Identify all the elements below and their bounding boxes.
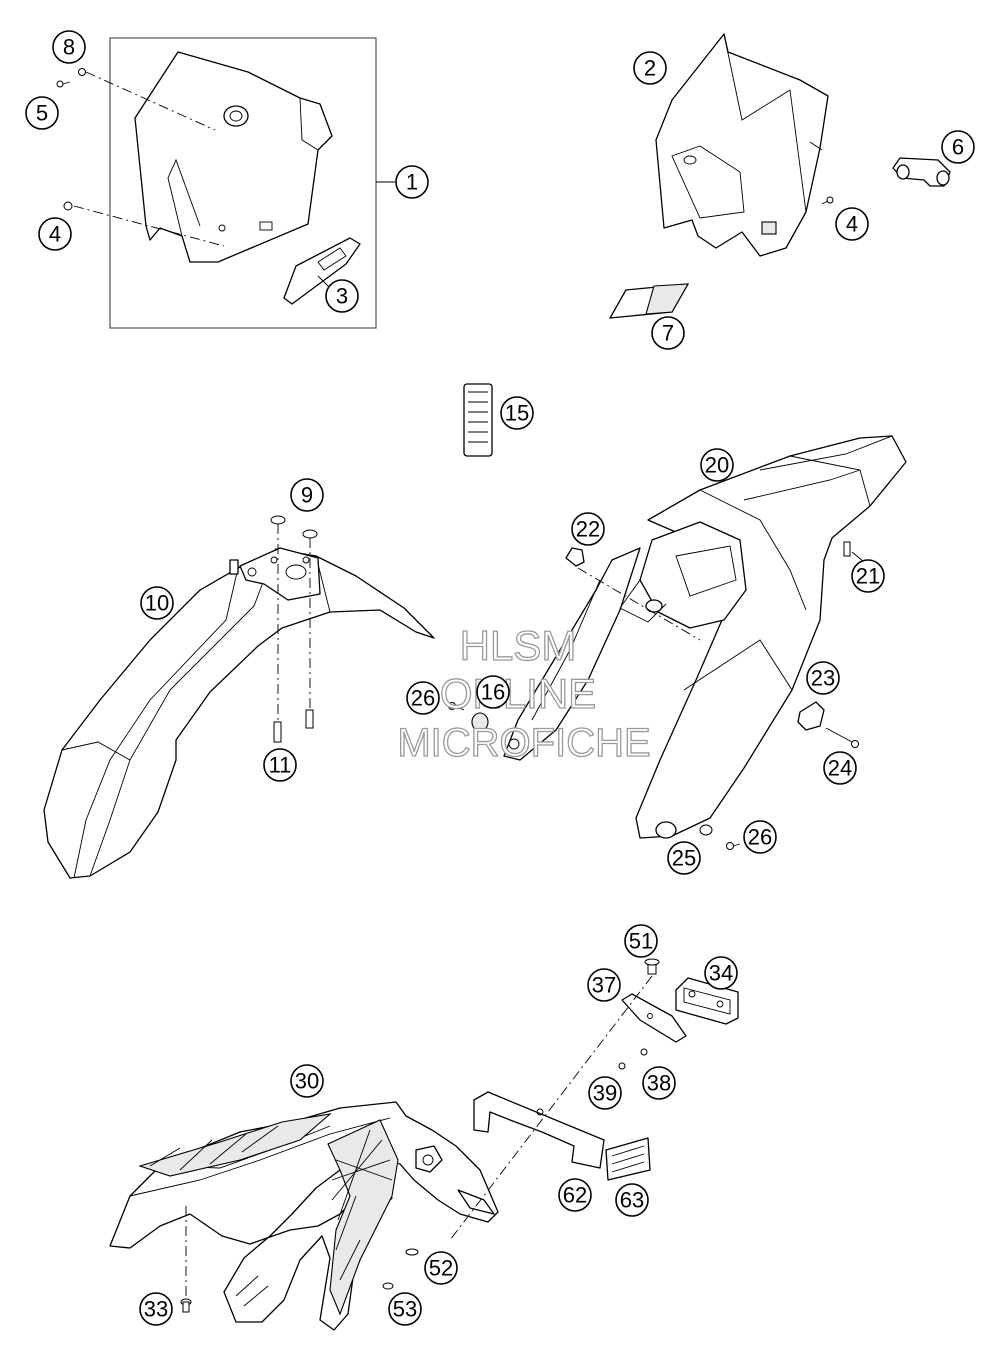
svg-text:7: 7 (662, 321, 674, 346)
callout-3: 3 (325, 279, 359, 313)
reflector-part (283, 237, 361, 305)
callout-2: 2 (633, 51, 667, 85)
svg-text:63: 63 (620, 1188, 644, 1213)
callout-22: 22 (571, 512, 605, 546)
svg-text:15: 15 (505, 401, 529, 426)
watermark-line2: ONLINE (440, 670, 596, 717)
cable-holder-part (892, 157, 951, 187)
svg-text:20: 20 (705, 453, 729, 478)
callout-1: 1 (395, 165, 429, 199)
callout-37: 37 (587, 968, 621, 1002)
callout-24: 24 (823, 751, 857, 785)
reflector-15-part (463, 383, 493, 457)
fender-hardware (270, 515, 318, 743)
plate-hardware (180, 958, 660, 1313)
watermark-line3: MICROFICHE (397, 721, 650, 765)
callout-8: 8 (52, 30, 86, 64)
watermark: HLSM ONLINE MICROFICHE (397, 621, 652, 765)
svg-text:34: 34 (709, 961, 733, 986)
callout-34: 34 (704, 956, 738, 990)
svg-text:11: 11 (269, 753, 292, 778)
start-number-plate-part (655, 33, 829, 257)
callout-25: 25 (667, 841, 701, 875)
callout-7: 7 (651, 316, 685, 350)
callout-30: 30 (290, 1064, 324, 1098)
svg-text:39: 39 (593, 1081, 617, 1106)
svg-text:62: 62 (563, 1183, 587, 1208)
callout-53: 53 (388, 1292, 422, 1326)
svg-text:52: 52 (429, 1256, 453, 1281)
callout-9: 9 (290, 478, 324, 512)
side-cover-part (109, 1101, 499, 1331)
callout-10: 10 (140, 586, 174, 620)
svg-text:21: 21 (856, 564, 880, 589)
callout-63: 63 (615, 1183, 649, 1217)
svg-text:23: 23 (811, 666, 835, 691)
rear-fender-part (503, 435, 907, 839)
callout-21: 21 (851, 559, 885, 593)
rear-fender-hardware (448, 541, 859, 850)
svg-text:3: 3 (336, 284, 348, 309)
reflector-63-part (605, 1137, 651, 1181)
screws-group1 (56, 68, 86, 211)
svg-text:24: 24 (828, 756, 852, 781)
svg-text:26: 26 (411, 686, 435, 711)
svg-text:2: 2 (644, 56, 656, 81)
svg-text:53: 53 (393, 1297, 417, 1322)
callout-26a: 26 (406, 681, 440, 715)
svg-text:10: 10 (145, 591, 169, 616)
callout-6: 6 (941, 130, 975, 164)
svg-text:9: 9 (301, 483, 313, 508)
assembly-frame (109, 37, 377, 329)
callout-15: 15 (500, 396, 534, 430)
svg-text:4: 4 (846, 212, 858, 237)
callout-39: 39 (588, 1076, 622, 1110)
callout-20: 20 (700, 448, 734, 482)
svg-text:38: 38 (647, 1071, 671, 1096)
headlight-mask-part (134, 51, 333, 263)
callout-33: 33 (139, 1292, 173, 1326)
callout-4: 4 (38, 217, 72, 251)
svg-text:16: 16 (481, 680, 505, 705)
callout-26b: 26 (743, 820, 777, 854)
svg-text:33: 33 (144, 1297, 168, 1322)
callout-16: 16 (476, 675, 510, 709)
svg-text:30: 30 (295, 1069, 319, 1094)
svg-text:25: 25 (672, 846, 696, 871)
svg-text:5: 5 (36, 101, 48, 126)
callout-51: 51 (624, 924, 658, 958)
bracket-62-part (473, 1091, 605, 1169)
callout-4b: 4 (835, 207, 869, 241)
svg-text:51: 51 (629, 929, 653, 954)
watermark-line1: HLSM (460, 622, 577, 669)
svg-text:26: 26 (748, 825, 772, 850)
callout-62: 62 (558, 1178, 592, 1212)
callout-38: 38 (642, 1066, 676, 1100)
svg-text:37: 37 (592, 973, 616, 998)
svg-text:22: 22 (576, 517, 600, 542)
plate-bracket-37-part (621, 993, 687, 1043)
svg-text:4: 4 (49, 222, 61, 247)
callout-23: 23 (806, 661, 840, 695)
svg-text:1: 1 (406, 170, 418, 195)
callout-5: 5 (25, 96, 59, 130)
front-fender-part (43, 547, 435, 879)
svg-text:8: 8 (63, 35, 75, 60)
callout-52: 52 (424, 1251, 458, 1285)
callout-11: 11 (263, 748, 297, 782)
svg-text:6: 6 (952, 135, 964, 160)
